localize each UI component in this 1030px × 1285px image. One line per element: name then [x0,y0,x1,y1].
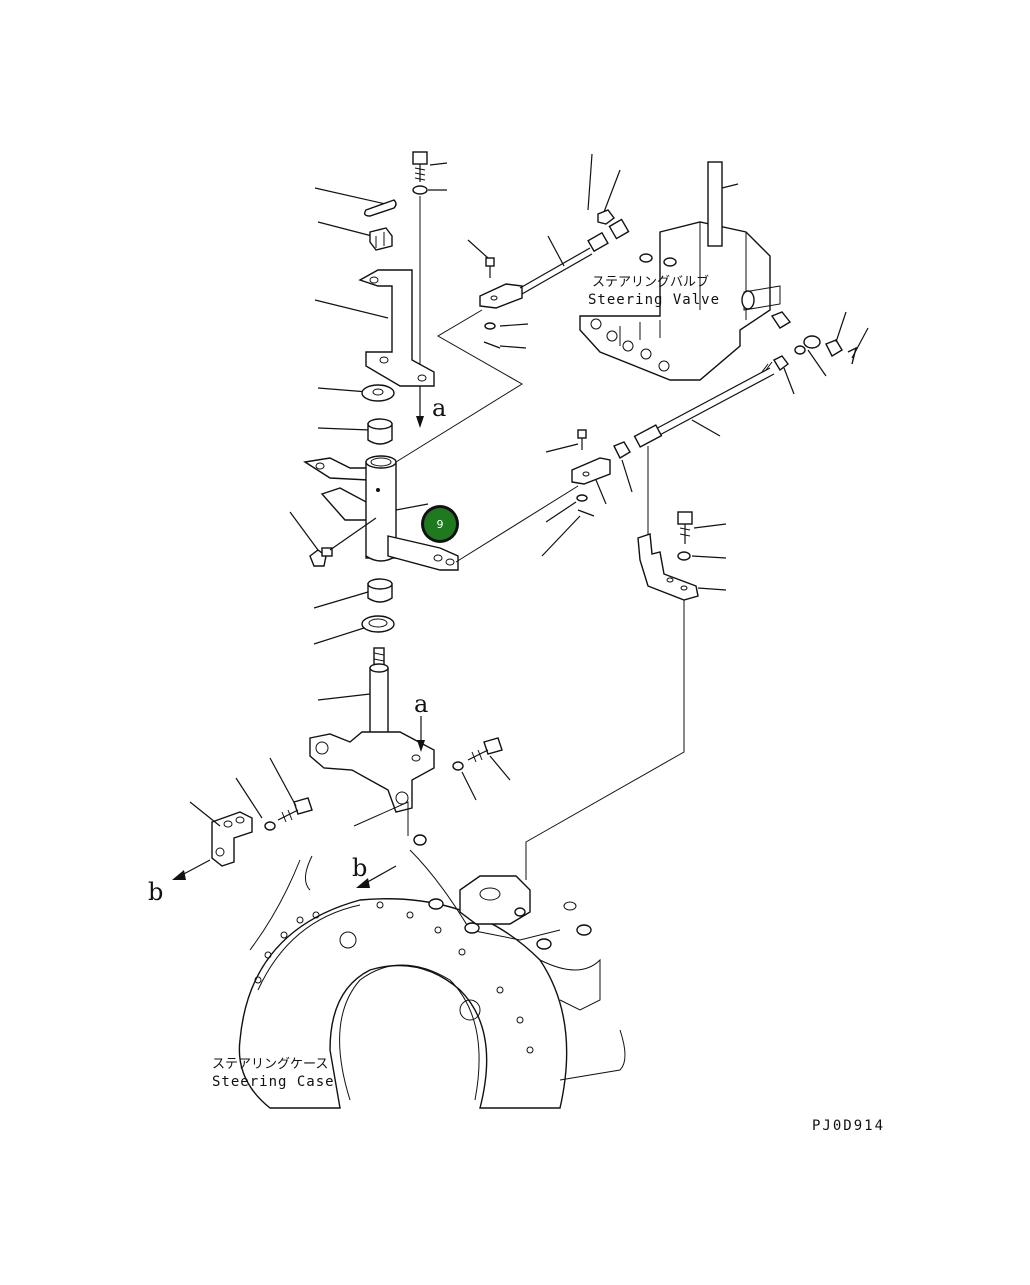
small-pin-upper [485,257,495,278]
arrow-b-right-shaft [363,865,397,885]
arrow-b-left-shaft [179,859,211,877]
leader-small-washer [235,777,263,819]
seal-ring [361,615,395,633]
valve-end-parts [770,311,858,365]
base-washer [452,761,464,771]
lower-control-rod [633,355,789,448]
leader-end-cotter [851,327,869,359]
leader-rod-nut [783,367,795,395]
leader-lower-bushing [313,591,369,609]
leader-shaft [317,693,371,701]
top-washer [412,185,428,195]
leader-top-bolt [429,162,448,166]
leader-upper-pin [467,239,489,259]
leader-base-washer [461,771,477,801]
upper-washer [484,322,496,330]
hotspot-marker[interactable]: 9 [421,505,459,543]
leader-end-nut [835,311,847,343]
arrow-a-top-head [416,416,424,428]
view-marker-b-right: b [352,854,367,882]
leader-lower-pin [545,443,579,453]
lower-bushing [367,578,393,603]
hotspot-number: 9 [437,518,444,531]
steering-case-label-jp: ステアリングケース [212,1057,328,1072]
arrow-b-left-head [172,870,186,880]
valve-washer-a [639,253,653,263]
small-pin-lower [577,429,587,450]
right-washer [677,551,691,561]
rod-nut [613,441,631,459]
lower-cotter [577,509,595,517]
valve-nut [597,209,615,225]
leader-upper-washer [499,323,529,327]
leader-end-clevis [807,349,827,377]
leader-lower-washer [545,501,577,523]
leader-base-bolt [489,755,511,781]
leader-bracket [314,299,389,319]
leader-right-bolt [693,523,727,529]
arrow-b-right-head [356,878,370,888]
link-line-right [525,600,685,880]
leader-seal [313,627,365,645]
lower-clevis [571,457,611,485]
leader-upper-rod [547,235,565,267]
view-marker-b-left: b [148,878,163,906]
leader-bushing [317,427,371,431]
link-line-base [353,801,409,836]
leader-right-washer [691,555,727,559]
steering-valve-label-en: Steering Valve [588,292,720,308]
case-mounting-boss [409,834,592,950]
leader-small-bolt [269,757,297,807]
leader-lower-rod [691,419,721,437]
right-bolt [677,511,693,544]
upper-control-rod [479,218,630,309]
steering-case-label-en: Steering Case [212,1074,335,1090]
base-bracket [309,731,435,813]
grease-fitting [309,517,377,567]
small-washer [264,821,276,831]
upper-bushing [367,418,393,445]
support-bracket [358,269,435,387]
arrow-a-bottom-head [417,740,425,752]
link-line-lower [455,485,579,563]
steering-valve-label-jp: ステアリングバルブ [592,274,709,290]
view-marker-a-top: a [432,394,446,422]
leader-lower-cotter [541,515,581,557]
small-bolt [277,797,313,823]
leader-washer [317,387,369,393]
castle-nut [369,227,393,251]
steering-lever-assembly [303,455,459,571]
steering-case [238,855,626,1109]
leader-cotter-pin [314,187,391,206]
leader-rod-nut-lower [621,459,633,493]
link-line-upper [395,309,523,463]
small-bracket [211,811,253,867]
cotter-pin [363,199,397,217]
drawing-code: PJ0D914 [812,1118,885,1134]
view-marker-a-bottom: a [414,690,428,718]
right-bracket [637,533,699,601]
leader-lever [395,503,429,511]
upper-cotter [483,341,501,349]
top-bolt [412,151,428,182]
lower-washer [576,494,588,502]
leader-right-bracket [697,587,727,591]
leader-castle-nut [317,221,373,237]
base-bolt [467,737,503,763]
leader-small-bracket [189,801,221,827]
leader-upper-cotter [499,345,527,349]
leader-valve-top-b [603,169,621,213]
valve-washer-b [663,257,677,267]
flat-washer [361,384,395,402]
leader-valve-top-a [587,153,593,211]
leader-lower-clevis [595,479,607,505]
leader-grease-fitting [289,511,319,551]
steering-valve [579,161,781,381]
